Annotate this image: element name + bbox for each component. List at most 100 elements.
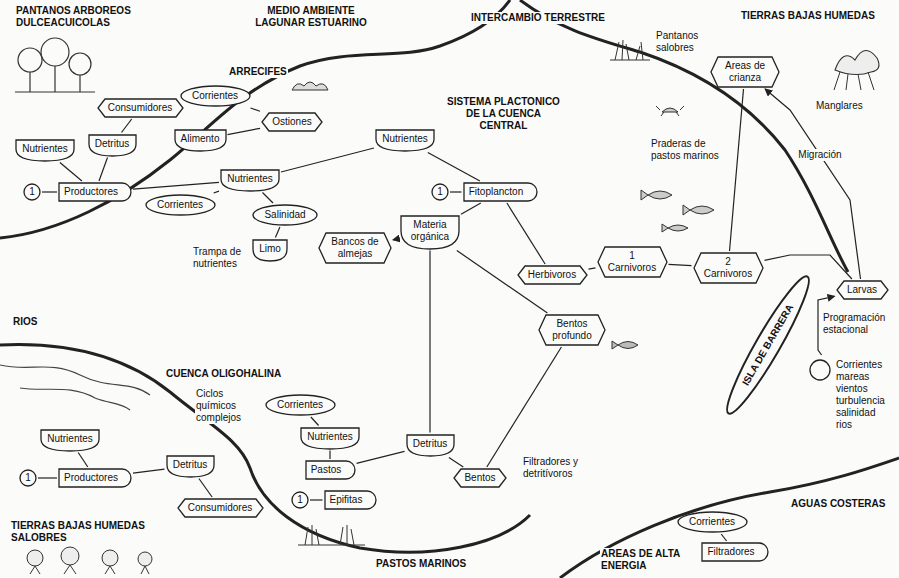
consumer-hexagon: Ostiones	[261, 112, 323, 132]
flow-line	[450, 191, 462, 192]
node-text: Areas de crianza	[721, 60, 769, 84]
edge-label: Migración	[796, 149, 843, 161]
node-text: Nutrientes	[382, 133, 428, 145]
producer-symbol: Fitoplancton	[463, 182, 538, 202]
flow-line	[263, 193, 274, 204]
mangrove	[138, 552, 152, 566]
node-text: Productores	[64, 186, 118, 198]
node-text: Alimento	[181, 133, 220, 145]
island-outline	[718, 271, 818, 420]
node-text: Nutrientes	[307, 431, 353, 443]
tank-outline	[41, 430, 99, 451]
consumer-hexagon: Areas de crianza	[710, 56, 780, 88]
tank-outline	[407, 435, 454, 456]
node-text: Nutrientes	[47, 433, 93, 445]
node-text: Bentos profundo	[549, 318, 595, 342]
hexagon-outline	[711, 57, 779, 87]
hexagon-outline	[454, 469, 506, 487]
node-text: Herbivoros	[528, 269, 577, 281]
fish	[641, 190, 672, 200]
hexagon-outline	[319, 233, 391, 263]
producer-outline	[59, 183, 131, 201]
node-text: Carnivoros	[704, 268, 753, 280]
mangrove	[102, 550, 118, 566]
producer-symbol: Epifitas	[324, 490, 377, 510]
producer-symbol: Productores	[58, 468, 132, 488]
region-label: ARRECIFES	[228, 66, 288, 78]
barrier-island: ISLA DE BARRERA	[717, 269, 820, 421]
node-text: Detritus	[95, 138, 130, 150]
mangrove-roots	[30, 565, 149, 574]
forcing-source-circle: Corrientes	[265, 394, 336, 416]
tank-outline	[221, 170, 279, 191]
producer-symbol: Productores	[58, 182, 132, 202]
tank-outline	[167, 456, 214, 477]
hexagon-outline	[262, 113, 322, 131]
node-text: Productores	[64, 472, 118, 484]
region-label: SISTEMA PLACTONICO DE LA CUENCA CENTRAL	[445, 96, 562, 132]
consumer-hexagon: Herbivoros	[517, 265, 588, 285]
flow-line	[38, 477, 57, 478]
storage-tank: Detritus	[88, 134, 137, 157]
producer-symbol: Pastos	[305, 460, 356, 480]
storage-tank: Detritus	[166, 455, 215, 478]
flow-line	[60, 163, 82, 182]
flow-line	[78, 453, 88, 468]
region-label: TIERRAS BAJAS HUMEDAS	[740, 10, 876, 22]
consumer-hexagon: Bentos profundo	[538, 314, 606, 346]
node-text: Ostiones	[272, 116, 312, 128]
ellipse-outline	[146, 195, 215, 215]
hexagon-outline	[837, 281, 888, 299]
region-label: PANTANOS ARBOREOS DULCEACUICOLAS	[15, 5, 157, 29]
node-text: Corrientes	[157, 199, 204, 211]
flow-line	[669, 264, 692, 265]
ellipse-outline	[253, 205, 317, 225]
node-text: Salinidad	[264, 209, 306, 221]
ellipse-outline	[678, 512, 747, 532]
node-text: Limo	[259, 243, 281, 255]
node-text: Nutrientes	[22, 143, 68, 155]
seagrass	[298, 525, 365, 545]
energy-source-circle: 1	[19, 469, 37, 487]
node-text: Bancos de almejas	[329, 236, 381, 260]
forcing-source-circle: Corrientes	[677, 511, 748, 533]
flow-line	[765, 89, 860, 279]
shore-line	[0, 0, 510, 238]
tank-outline	[253, 240, 287, 261]
flow-line	[721, 534, 726, 541]
storage-tank: Nutrientes	[300, 427, 360, 450]
note-label: Programación estacional	[822, 312, 896, 336]
producer-outline	[325, 491, 376, 509]
storage-tank: Alimento	[174, 129, 227, 152]
hexagon-outline	[598, 247, 667, 277]
forcing-source-circle: Corrientes	[180, 85, 251, 107]
mangrove	[27, 550, 43, 566]
region-label: RIOS	[12, 316, 38, 328]
node-text: Materia orgánica	[407, 219, 453, 243]
flow-line	[228, 128, 261, 134]
consumer-hexagon: Consumidores	[97, 98, 184, 118]
node-text: Corrientes	[689, 516, 736, 528]
node-text: Carnivoros	[608, 262, 657, 274]
storage-tank: Nutrientes	[40, 429, 100, 452]
tree-trunks	[15, 66, 95, 92]
node-text: Detritus	[173, 459, 208, 471]
node-text: 1	[297, 494, 303, 506]
region-label: MEDIO AMBIENTE LAGUNAR ESTUARINO	[250, 5, 372, 29]
node-text: Filtradores	[707, 546, 755, 558]
shore-line	[560, 458, 899, 578]
node-text: Corrientes	[192, 90, 239, 102]
fish	[662, 224, 688, 232]
ellipse-outline	[181, 86, 250, 106]
hexagon-outline	[98, 99, 183, 117]
region-label: AREAS DE ALTA ENERGIA	[600, 548, 687, 572]
consumer-hexagon: Consumidores	[177, 498, 264, 518]
fish	[683, 205, 714, 215]
flow-line	[765, 255, 852, 279]
note-label: Filtradores y detritívoros	[522, 456, 609, 480]
flow-line	[311, 417, 319, 426]
hexagon-outline	[539, 315, 605, 345]
shore-line	[0, 345, 530, 553]
